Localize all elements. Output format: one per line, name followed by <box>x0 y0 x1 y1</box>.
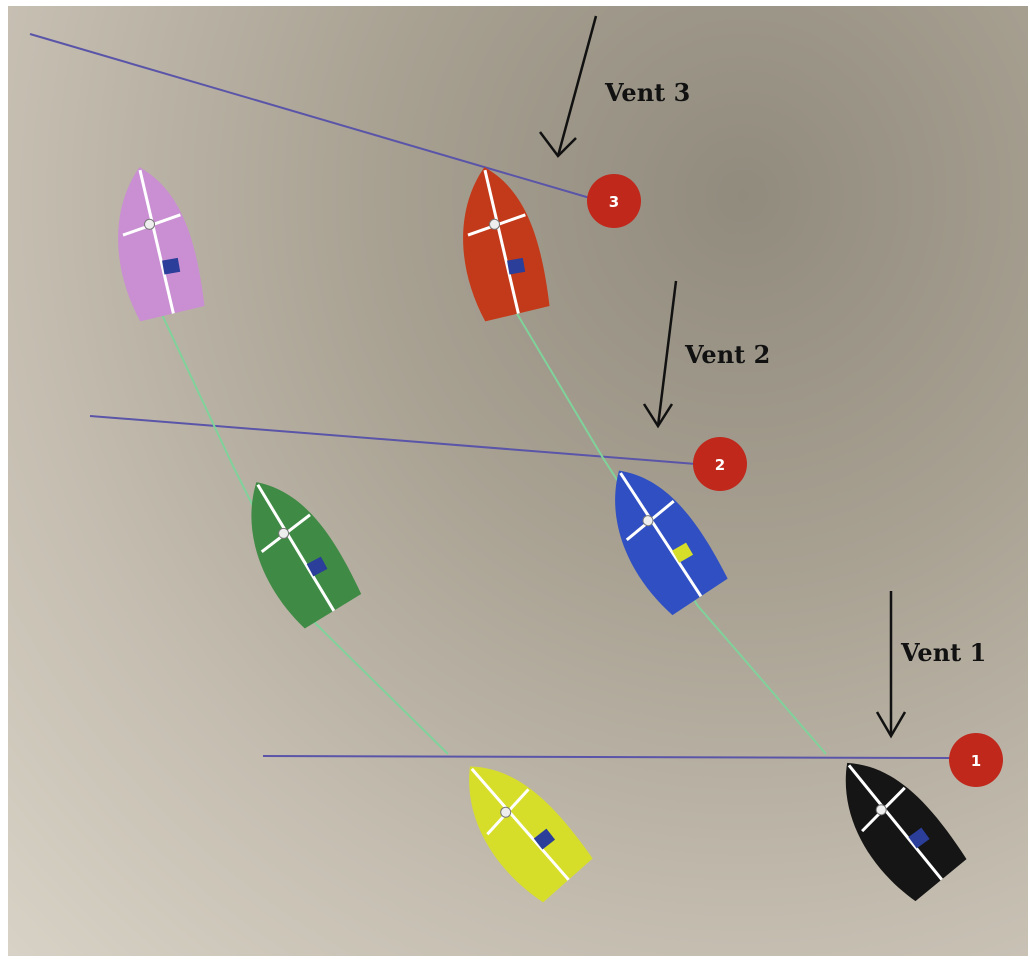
vent-2-label: Vent 2 <box>685 340 771 369</box>
line-3 <box>29 33 591 199</box>
line-2 <box>89 415 697 465</box>
sailing-diagram-photo: 3 2 1 <box>8 6 1028 956</box>
boat-green <box>224 462 364 634</box>
mark-3: 3 <box>587 174 641 228</box>
boat-yellow <box>441 741 596 909</box>
wind-arrow-3 <box>539 15 598 158</box>
line-1 <box>262 755 954 759</box>
vent-3-label: Vent 3 <box>605 78 691 107</box>
vent-1-label: Vent 1 <box>901 638 987 667</box>
svg-text:1: 1 <box>971 752 981 770</box>
boat-black <box>818 738 970 907</box>
svg-text:2: 2 <box>715 456 725 474</box>
boat-blue <box>588 450 731 620</box>
svg-text:3: 3 <box>609 193 619 211</box>
board-scene: 3 2 1 <box>29 15 1003 909</box>
mark-2: 2 <box>693 437 747 491</box>
wind-arrow-1 <box>875 591 907 739</box>
boat-lilac <box>104 160 207 324</box>
boat-red <box>449 160 552 324</box>
wind-arrow-2 <box>642 280 678 429</box>
mark-1: 1 <box>949 733 1003 787</box>
